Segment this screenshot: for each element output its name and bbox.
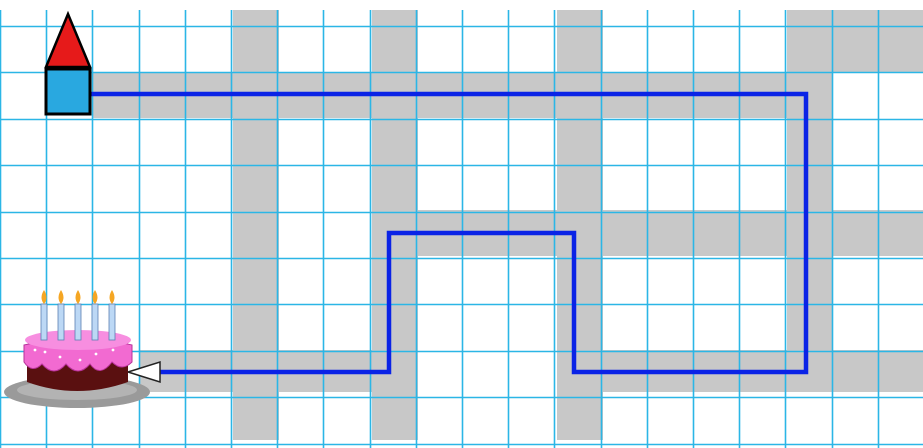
candle xyxy=(41,304,47,340)
road-top-right xyxy=(787,10,923,72)
candle xyxy=(109,304,115,340)
candle xyxy=(92,304,98,340)
candle xyxy=(58,304,64,340)
candle xyxy=(75,304,81,340)
house-body xyxy=(46,69,90,114)
